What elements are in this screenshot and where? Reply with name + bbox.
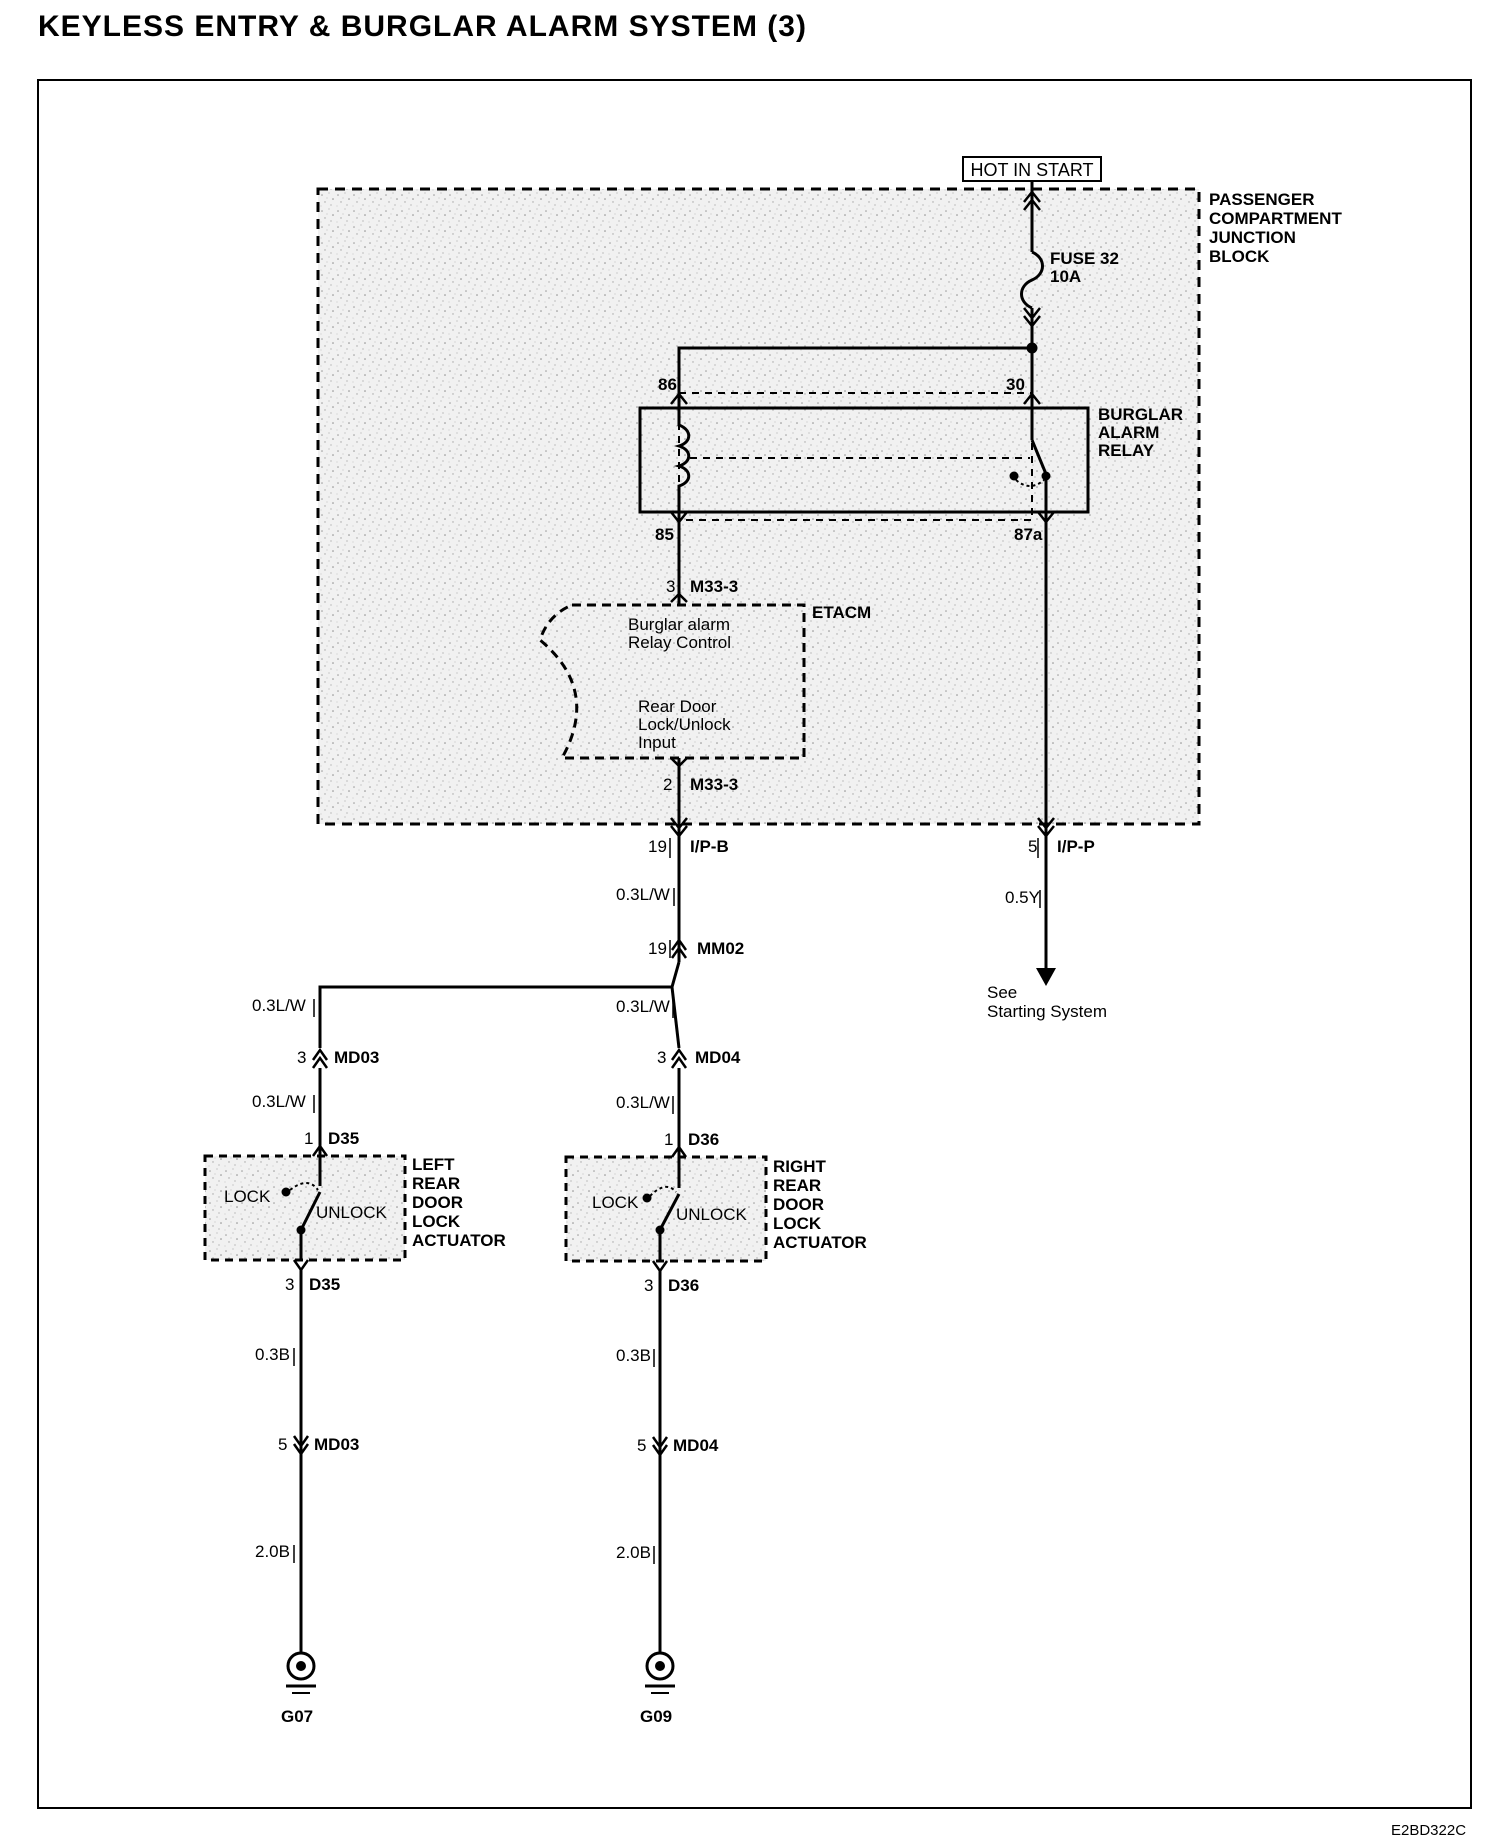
conn-d35-bot-num: 3 (285, 1275, 294, 1294)
right-lock-contact (642, 1193, 652, 1203)
junction-block-box (316, 187, 1201, 826)
conn-d35-top-num: 1 (304, 1129, 313, 1148)
conn-ipp-num: 5 (1028, 837, 1037, 856)
figure-code: E2BD322C (1391, 1822, 1466, 1839)
wire-left-gnd-small-label: 0.3B (255, 1345, 290, 1364)
wire-center-branch (670, 986, 681, 1049)
page-title: KEYLESS ENTRY & BURGLAR ALARM SYSTEM (3) (38, 10, 807, 43)
conn-md04-bot-num: 5 (637, 1436, 646, 1455)
fuse-name: FUSE 32 (1050, 249, 1119, 268)
left-actuator-box (203, 1154, 407, 1262)
left-actuator-lock: LOCK (224, 1187, 271, 1206)
wire-center-gnd-large-label: 2.0B (616, 1543, 651, 1562)
right-actuator-label: RIGHT REAR DOOR LOCK ACTUATOR (773, 1157, 867, 1252)
ground-g09-label: G09 (640, 1707, 672, 1726)
relay-pin-86: 86 (658, 375, 677, 394)
etacm-box (538, 603, 806, 760)
power-source-label: HOT IN START (970, 160, 1093, 180)
see-starting-note: See Starting System (987, 983, 1107, 1021)
relay-switch-blade (1030, 439, 1048, 475)
relay-coil (673, 408, 691, 512)
wire-center-main-label: 0.3L/W (616, 885, 670, 904)
etacm-top-pin-conn: M33-3 (690, 577, 738, 596)
right-actuator-unlock: UNLOCK (676, 1205, 748, 1224)
conn-md03-top-num: 3 (297, 1048, 306, 1067)
left-actuator-label: LEFT REAR DOOR LOCK ACTUATOR (412, 1155, 506, 1250)
conn-md03-bot-name: MD03 (314, 1435, 359, 1454)
etacm-text-rear-door-input: Rear Door Lock/Unlock Input (638, 697, 735, 752)
wire-branch (318, 961, 681, 1048)
conn-ipb-name: I/P-B (690, 837, 729, 856)
conn-d36-top-name: D36 (688, 1130, 719, 1149)
outer-frame (37, 79, 1472, 1809)
ground-g07-label: G07 (281, 1707, 313, 1726)
junction-block-label: PASSENGER COMPARTMENT JUNCTION BLOCK (1209, 190, 1347, 266)
relay-box (638, 406, 1090, 514)
conn-md03-top-name: MD03 (334, 1048, 379, 1067)
left-actuator-switch (289, 1156, 322, 1260)
etacm-top-pin-num: 3 (666, 577, 675, 596)
right-common-contact (655, 1225, 665, 1235)
ground-g09-icon (645, 1651, 675, 1694)
etacm-label: ETACM (812, 603, 871, 622)
relay-pin-30: 30 (1006, 375, 1025, 394)
conn-d36-top-num: 1 (664, 1130, 673, 1149)
conn-d36-bot-num: 3 (644, 1276, 653, 1295)
wire-right-main-label: 0.5Y (1005, 888, 1040, 907)
relay-contact-87 (1009, 471, 1019, 481)
etacm-text-relay-control: Burglar alarm Relay Control (628, 615, 735, 652)
conn-md04-top-num: 3 (657, 1048, 666, 1067)
conn-md04-top-name: MD04 (695, 1048, 741, 1067)
conn-d36-bot-name: D36 (668, 1276, 699, 1295)
conn-ipp-name: I/P-P (1057, 837, 1095, 856)
left-common-contact (296, 1225, 306, 1235)
conn-md04-bot-name: MD04 (673, 1436, 719, 1455)
fuse-symbol (1020, 250, 1044, 310)
etacm-bottom-pin-num: 2 (663, 775, 672, 794)
relay-label: BURGLAR ALARM RELAY (1098, 405, 1188, 460)
conn-d35-top-name: D35 (328, 1129, 359, 1148)
conn-mm02-name: MM02 (697, 939, 744, 958)
etacm-bottom-pin-conn: M33-3 (690, 775, 738, 794)
wire-center-branch-label: 0.3L/W (616, 997, 670, 1016)
conn-md03-bot-num: 5 (278, 1435, 287, 1454)
fuse-rating: 10A (1050, 267, 1081, 286)
relay-contact-arc (1015, 479, 1045, 487)
power-source-box (962, 156, 1102, 182)
right-actuator-lock: LOCK (592, 1193, 639, 1212)
right-actuator-box (564, 1155, 768, 1263)
ground-g07-icon (286, 1651, 316, 1694)
relay-inner-dashed (678, 392, 1033, 521)
wire-left-mid-label: 0.3L/W (252, 1092, 306, 1111)
right-actuator-switch (649, 1157, 681, 1261)
relay-pin-87a: 87a (1014, 525, 1043, 544)
conn-mm02-num: 19 (648, 939, 667, 958)
left-actuator-unlock: UNLOCK (316, 1203, 388, 1222)
wire-center-gnd-small-label: 0.3B (616, 1346, 651, 1365)
arrow-see-starting (1036, 968, 1056, 986)
relay-pin-85: 85 (655, 525, 674, 544)
wire-splice-86 (677, 346, 1032, 408)
conn-ipb-num: 19 (648, 837, 667, 856)
wire-left-branch-label: 0.3L/W (252, 996, 306, 1015)
conn-d35-bot-name: D35 (309, 1275, 340, 1294)
wire-left-gnd-large-label: 2.0B (255, 1542, 290, 1561)
left-lock-contact (281, 1187, 291, 1197)
wire-center-mid-label: 0.3L/W (616, 1093, 670, 1112)
